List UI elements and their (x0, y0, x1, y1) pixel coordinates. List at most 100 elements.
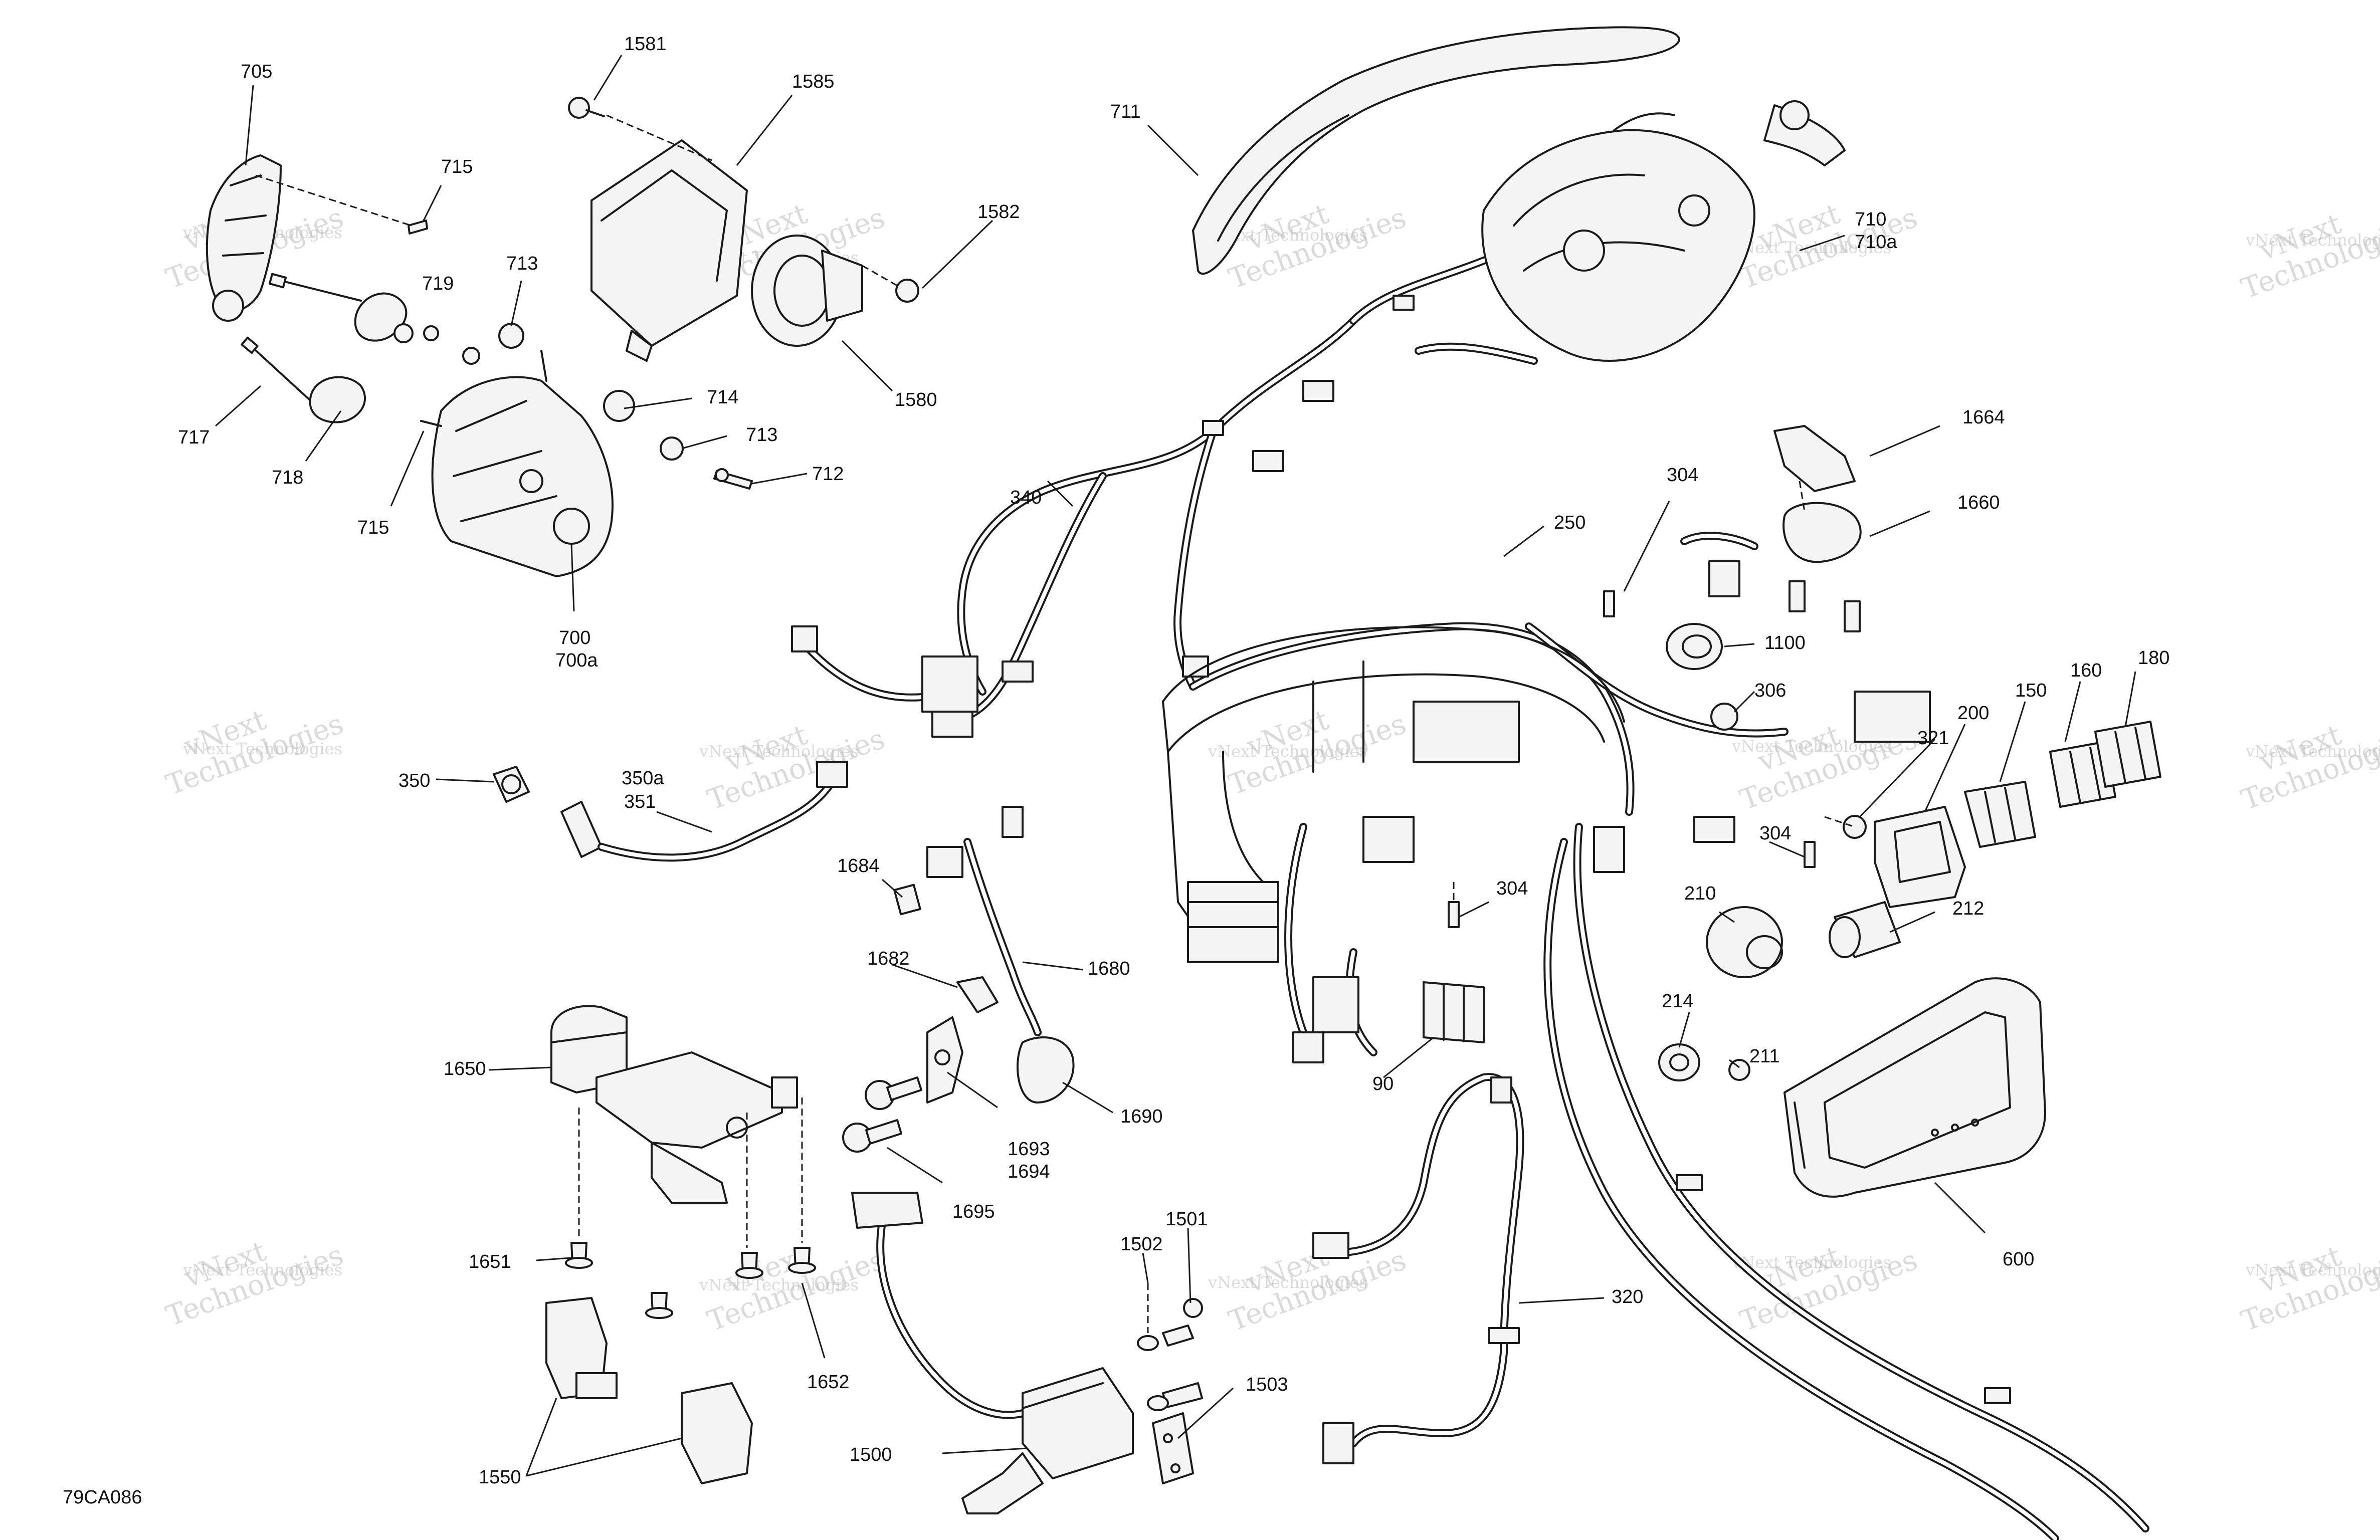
callout-304-mid: 304 (1759, 823, 1791, 844)
part-321-nut (1843, 815, 1867, 839)
part-1660-sensor (1782, 502, 1862, 632)
part-1582-nut (895, 279, 919, 303)
callout-1695: 1695 (952, 1201, 995, 1222)
watermark-text: vNext Technologies (2245, 1260, 2380, 1279)
callout-180: 180 (2138, 647, 2169, 669)
callout-715-bottom: 715 (357, 517, 389, 538)
callout-1664: 1664 (1962, 407, 2005, 428)
callout-160: 160 (2070, 660, 2102, 681)
watermark-text: vNext Technologies (1208, 1273, 1367, 1292)
callout-713-top: 713 (506, 253, 538, 274)
part-1585-horn-bracket (590, 139, 748, 362)
callout-710: 710 (1855, 209, 1886, 230)
callout-719: 719 (422, 273, 454, 294)
cable-clip (1676, 1174, 1703, 1191)
part-320-sub-harness (1312, 1073, 1524, 1464)
callout-1680: 1680 (1088, 958, 1130, 979)
part-200-control-panel (1874, 806, 1966, 908)
callout-320: 320 (1612, 1286, 1643, 1307)
part-705-light-lens (206, 154, 282, 322)
part-1695-bolt (842, 1076, 922, 1153)
callout-700a: 700a (555, 650, 598, 671)
left-pigtail-harness (791, 625, 978, 713)
cable-clip (1984, 1387, 2011, 1404)
harness-connector (1002, 661, 1034, 683)
watermark-text: vNext Technologies (2245, 742, 2380, 761)
harness-connector (1593, 826, 1625, 873)
part-214-switch (1658, 1043, 1700, 1081)
callout-1652: 1652 (807, 1372, 850, 1393)
part-211-nut (1728, 1059, 1750, 1081)
watermark-text: vNext Technologies (699, 1275, 859, 1294)
harness-connector (1693, 816, 1735, 843)
part-710-headlight-housing (1481, 100, 1846, 362)
callout-304-low: 304 (1496, 878, 1528, 899)
callout-340: 340 (1010, 487, 1042, 508)
callout-700: 700 (559, 627, 590, 648)
harness-connector (1312, 976, 1359, 1033)
cable-clip (1202, 420, 1224, 436)
callout-1500: 1500 (850, 1444, 892, 1465)
part-350-sensor (493, 766, 530, 803)
part-351-wire-lead (560, 761, 848, 862)
part-1502-washer (1137, 1335, 1159, 1351)
callout-715-top: 715 (441, 156, 473, 177)
callout-212: 212 (1952, 898, 1984, 919)
callout-1502: 1502 (1120, 1234, 1163, 1255)
part-160-rocker-switch (2049, 741, 2116, 808)
part-150-rocker-switch (1964, 781, 2036, 848)
part-1664-bracket (1773, 425, 1856, 492)
callout-1581: 1581 (624, 34, 667, 55)
part-1684-connector (893, 884, 921, 916)
part-1503-plate (1152, 1412, 1194, 1484)
part-711-headlight-trim (1192, 26, 1680, 275)
harness-connector (1302, 380, 1334, 402)
part-1581-screw (568, 97, 605, 119)
callout-1693: 1693 (1008, 1139, 1050, 1160)
part-90-switch (1423, 981, 1485, 1043)
watermark-text: vNext Technologies (182, 1260, 342, 1279)
callout-1501: 1501 (1165, 1209, 1208, 1230)
callout-717: 717 (178, 427, 210, 448)
part-306-nut (1710, 703, 1738, 731)
callout-710a: 710a (1855, 232, 1897, 253)
light-mount-hardware (241, 219, 753, 490)
watermark-text: vNext Technologies (1731, 1253, 1891, 1272)
callout-304-top: 304 (1667, 465, 1698, 486)
part-1651-fastener (565, 1242, 593, 1269)
callout-718: 718 (272, 467, 303, 488)
part-304-screws (1448, 590, 1816, 928)
part-1550-relays (545, 1297, 753, 1484)
harness-connector (1854, 691, 1931, 743)
harness-connector (1292, 1031, 1324, 1063)
part-1682-clip (956, 976, 999, 1013)
callout-211: 211 (1749, 1046, 1780, 1067)
callout-713-bottom: 713 (746, 424, 777, 446)
callout-1550: 1550 (479, 1467, 521, 1488)
callout-1585: 1585 (792, 71, 835, 92)
callout-711: 711 (1110, 101, 1141, 122)
callout-250: 250 (1554, 512, 1585, 533)
watermark-text: vNext Technologies (1731, 238, 1891, 257)
callout-1503: 1503 (1246, 1374, 1288, 1395)
callout-1580: 1580 (895, 389, 937, 410)
watermark-group: vNext Technologies vNext Technologies vN… (162, 197, 2380, 1338)
watermark-text: vNext Technologies (1208, 742, 1367, 761)
harness-connector (1362, 816, 1415, 863)
callout-1684: 1684 (837, 855, 880, 876)
part-1100-socket (1666, 532, 1758, 670)
watermark-text: vNext Technologies (182, 739, 342, 758)
callout-1651: 1651 (469, 1251, 511, 1272)
callout-1100: 1100 (1764, 632, 1806, 653)
part-1690-sensor (1017, 1036, 1075, 1104)
callout-200: 200 (1957, 703, 1989, 724)
part-1652-fasteners (645, 1247, 816, 1319)
callout-210: 210 (1684, 883, 1716, 904)
callout-labels: 705 1581 1585 711 715 719 713 717 718 71… (178, 34, 2169, 1488)
callout-306: 306 (1754, 680, 1786, 701)
part-1580-horn (751, 235, 863, 347)
part-210-knob (1706, 906, 1783, 978)
part-180-rocker-switch (2094, 721, 2161, 788)
frame-bracket (1413, 701, 1520, 763)
callout-1582: 1582 (977, 201, 1020, 223)
